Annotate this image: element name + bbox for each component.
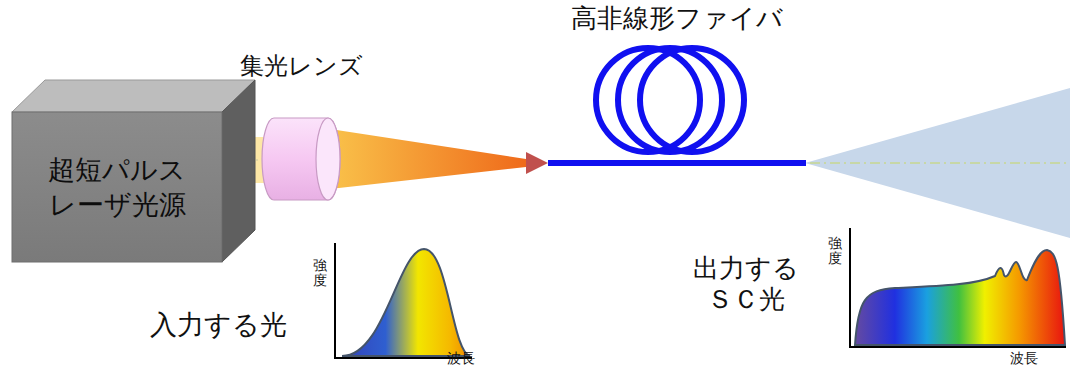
laser-source-box: 超短パルス レーザ光源	[12, 112, 222, 262]
node-label: 高非線形ファイバ	[571, 2, 783, 36]
fiber-node: 高非線形ファイバ	[548, 44, 806, 168]
optical-axis	[810, 162, 1068, 164]
node-label: 集光レンズ	[240, 51, 363, 82]
laser-housing	[12, 80, 255, 262]
node-text-group: 高非線形ファイバ	[571, 2, 783, 36]
output-beam	[805, 88, 1070, 238]
node-label: 超短パルス レーザ光源	[43, 152, 191, 222]
light-beam	[330, 129, 548, 189]
axis-label: 波長	[1010, 350, 1038, 367]
lens-node: 集光レンズ	[272, 118, 330, 200]
condenser-lens	[262, 118, 340, 200]
caption-text: 入力する光	[150, 309, 287, 341]
caption-text: 出力する ＳＣ光	[690, 253, 802, 315]
output-spectrum	[850, 228, 1066, 347]
node-text-group: 超短パルス レーザ光源	[43, 152, 191, 222]
node-text-group: 集光レンズ	[240, 51, 363, 82]
axis-label: 強度	[828, 236, 842, 267]
axis-label: 強度	[313, 258, 327, 289]
fiber-coil	[548, 48, 806, 163]
input-spectrum	[335, 243, 472, 358]
axis-label: 波長	[447, 350, 475, 367]
